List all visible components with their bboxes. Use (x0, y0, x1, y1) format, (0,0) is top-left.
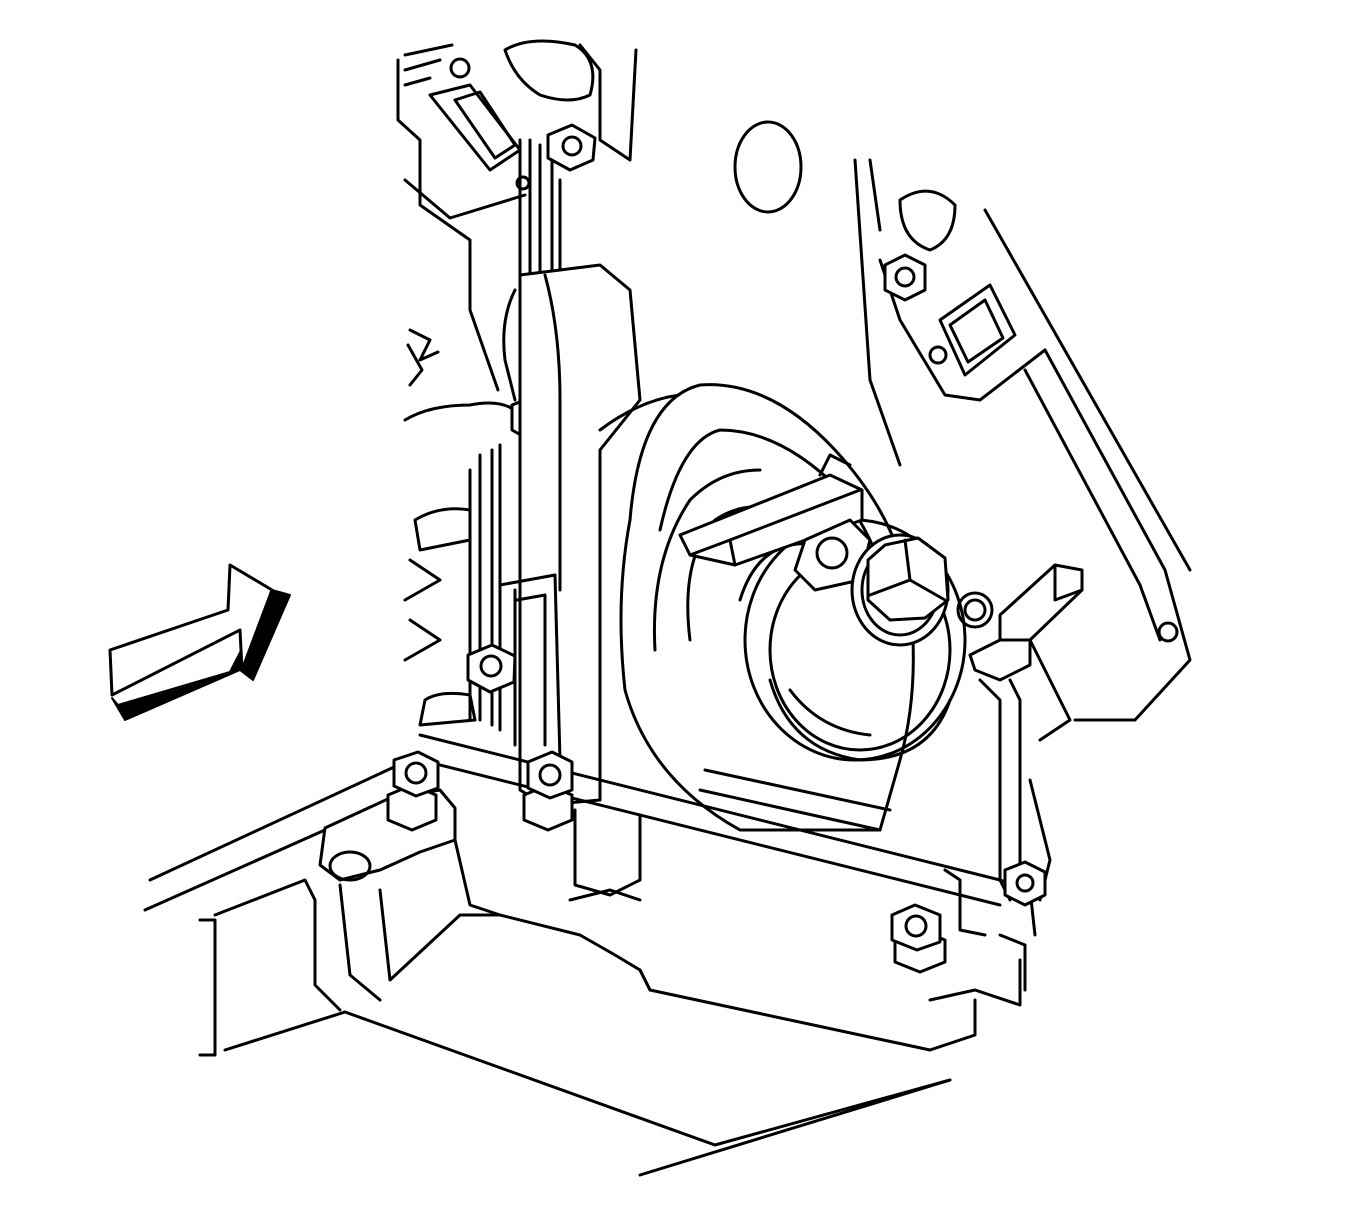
tube-bolt-lower (466, 643, 517, 694)
front-cover (498, 263, 782, 807)
tube-bolt-top (546, 123, 597, 172)
engine-block-upper-right (733, 120, 1192, 902)
block-bolt-upper-right (883, 253, 927, 302)
engine-block-upper-left (396, 39, 638, 392)
oil-pan-bolt-right (890, 903, 947, 974)
tool-arm-right (968, 563, 1084, 902)
oil-pan-bolt-center (522, 750, 574, 832)
block-bolt-right (1003, 860, 1047, 907)
right-up-arrow-icon (108, 563, 291, 721)
oil-pan-bolt-left (386, 750, 440, 832)
crank-holding-tool (678, 453, 872, 592)
crankshaft-bolt (850, 533, 994, 647)
